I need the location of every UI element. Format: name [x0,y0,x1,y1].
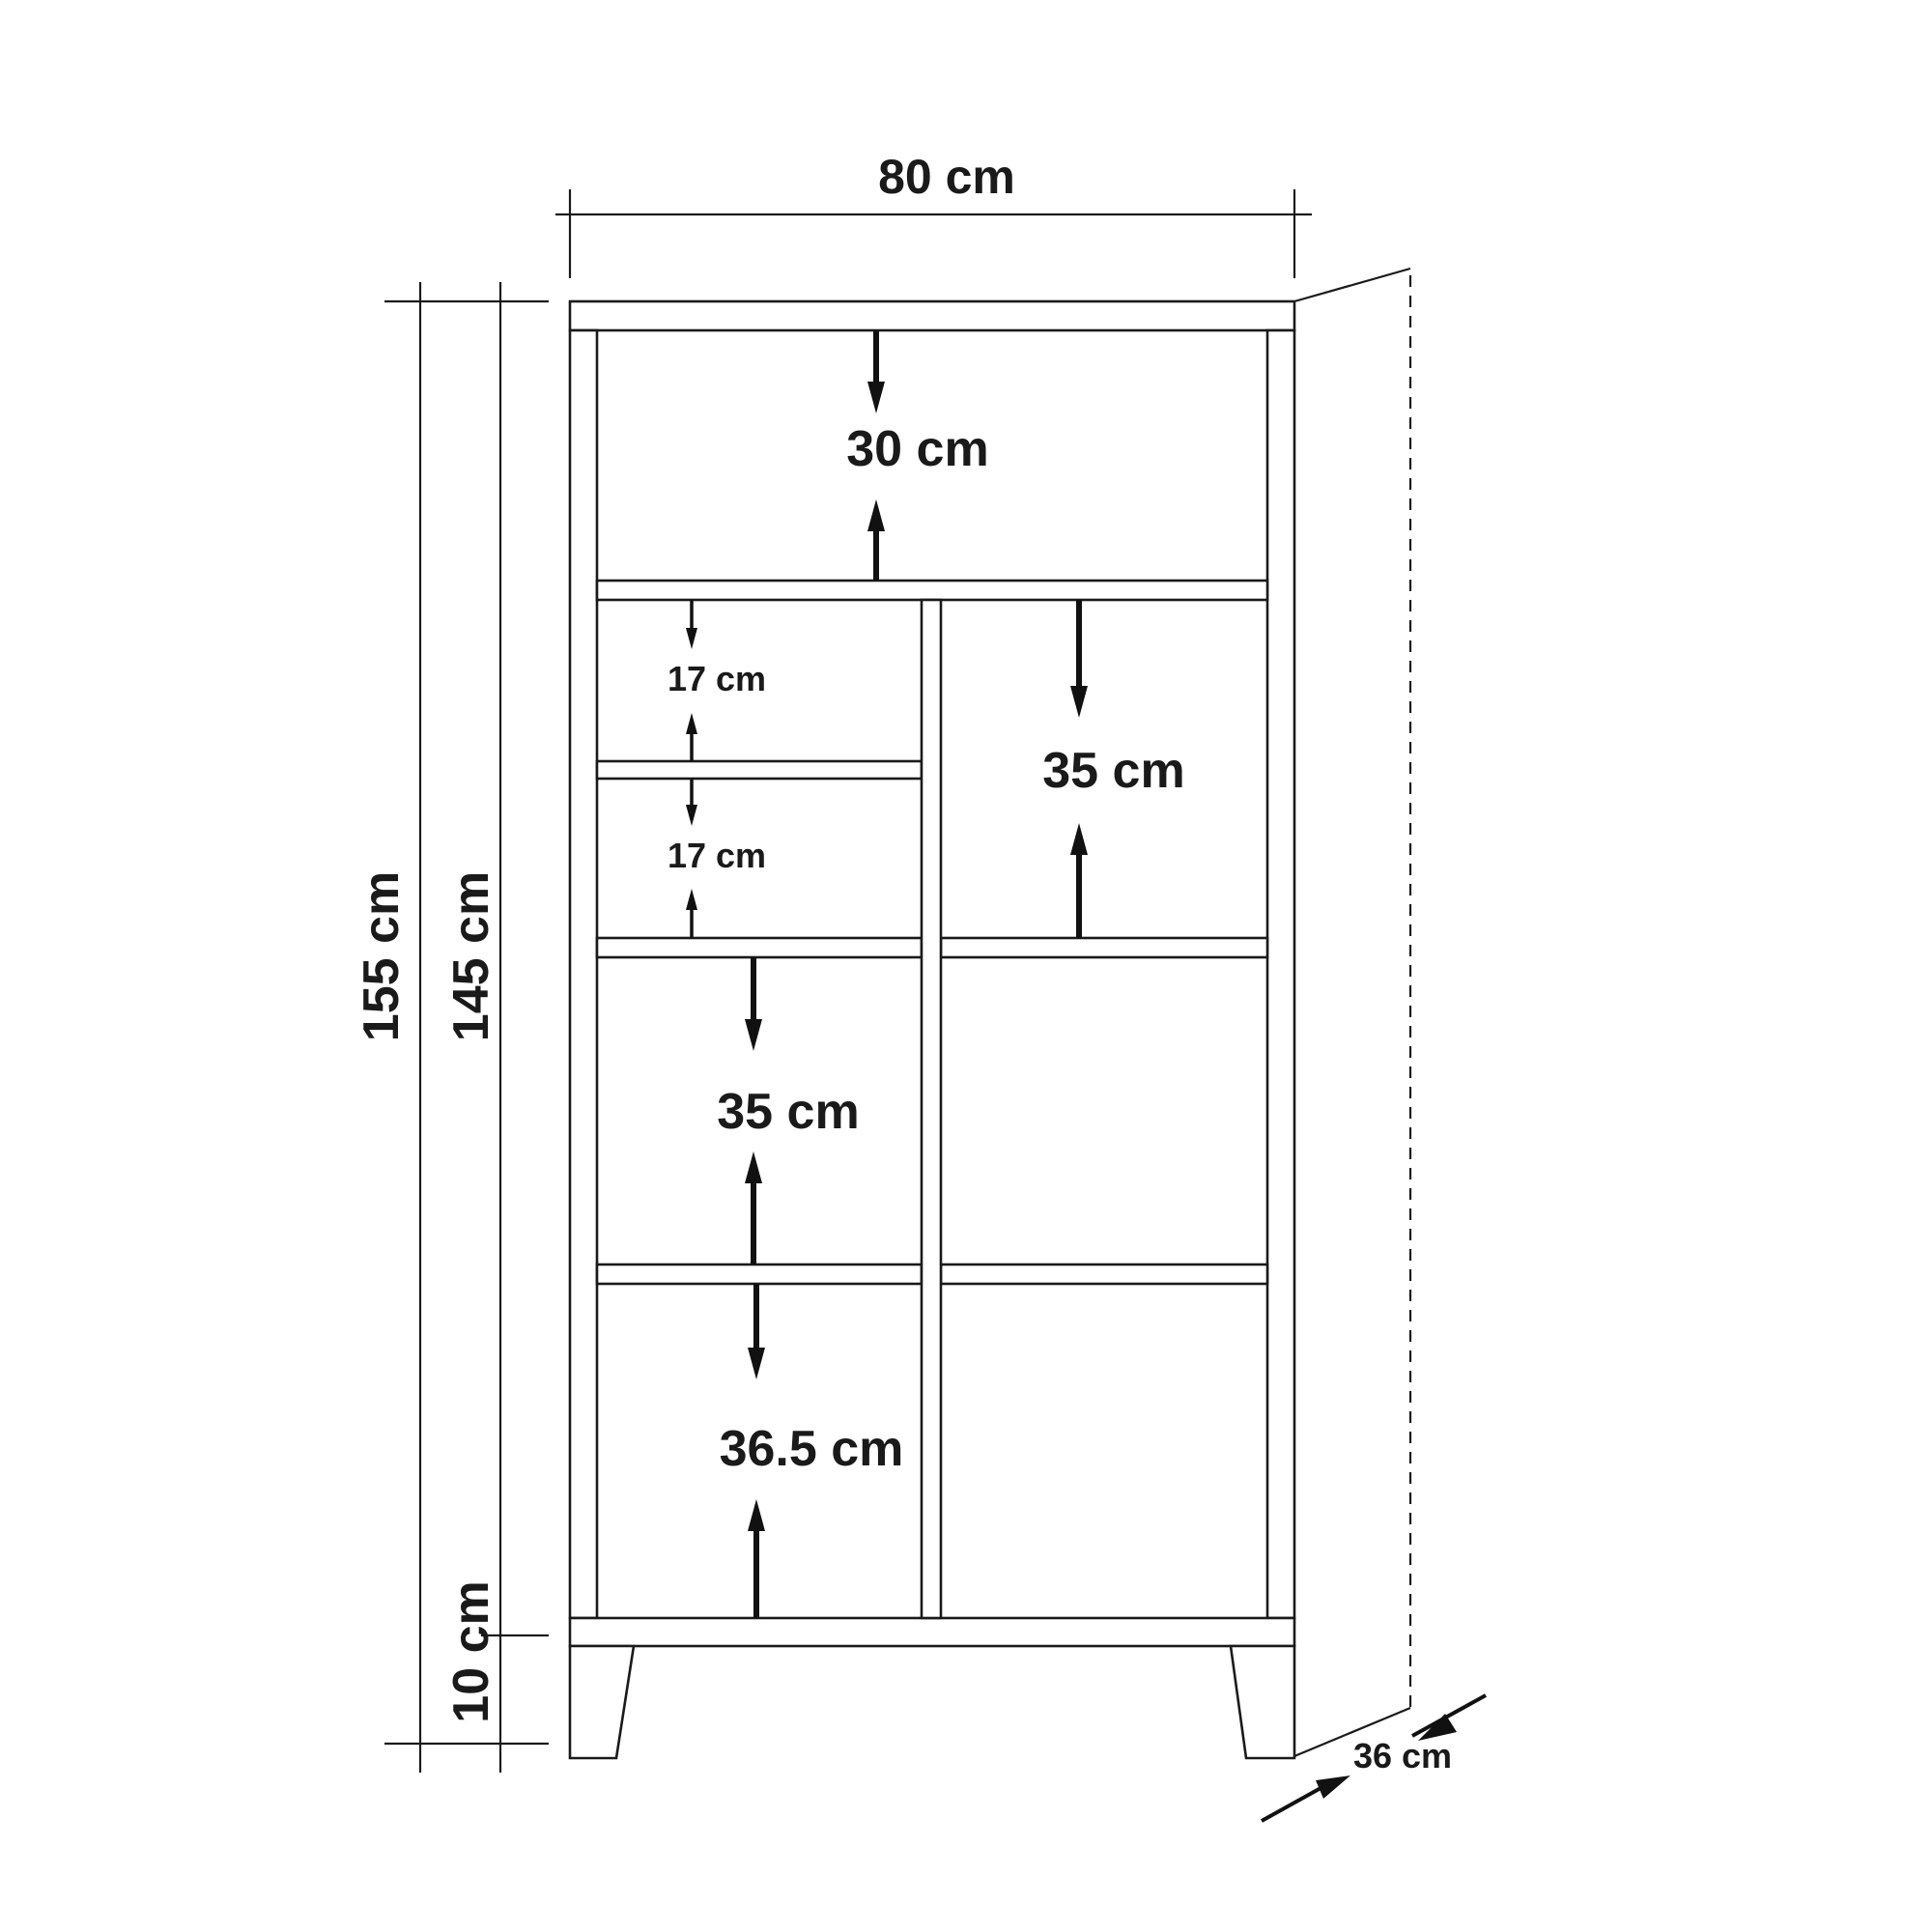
shelf-small [595,759,923,781]
shelf-1 [595,579,1269,602]
leg-height-label: 10 cm [443,1580,499,1722]
small-lower-label: 17 cm [668,836,766,875]
height-dimension-lines [384,282,549,1773]
shelf-3-left [595,1263,923,1286]
right-middle-label: 35 cm [1042,743,1184,799]
depth-guides [1293,267,1412,1758]
bookcase-frame [568,299,1296,1760]
left-middle-dimension: 35 cm [717,957,860,1264]
bottom-left-label: 36.5 cm [720,1421,904,1477]
top-shelf-label: 30 cm [846,421,988,477]
left-middle-label: 35 cm [717,1084,859,1140]
bottom-left-dimension: 36.5 cm [720,1284,904,1618]
center-divider [920,598,943,1620]
right-middle-dimension: 35 cm [1042,600,1185,938]
top-board [568,299,1296,332]
width-dimension: 80 cm [555,150,1312,278]
depth-dimension: 36 cm [1261,1693,1487,1823]
shelf-2-right [939,936,1269,959]
right-side-panel [1265,328,1296,1620]
depth-label: 36 cm [1353,1736,1452,1776]
small-upper-dimension: 17 cm [668,600,766,761]
small-upper-label: 17 cm [668,659,766,698]
top-shelf-dimension: 30 cm [846,330,989,581]
width-label: 80 cm [878,150,1015,204]
left-leg [568,1644,636,1760]
total-height-label: 155 cm [354,871,410,1041]
left-side-panel [568,328,599,1620]
small-lower-dimension: 17 cm [668,779,766,938]
shelf-3-right [939,1263,1269,1286]
shelf-2-left [595,936,923,959]
bottom-board [568,1616,1296,1648]
right-leg [1229,1644,1296,1760]
body-height-label: 145 cm [443,871,499,1041]
